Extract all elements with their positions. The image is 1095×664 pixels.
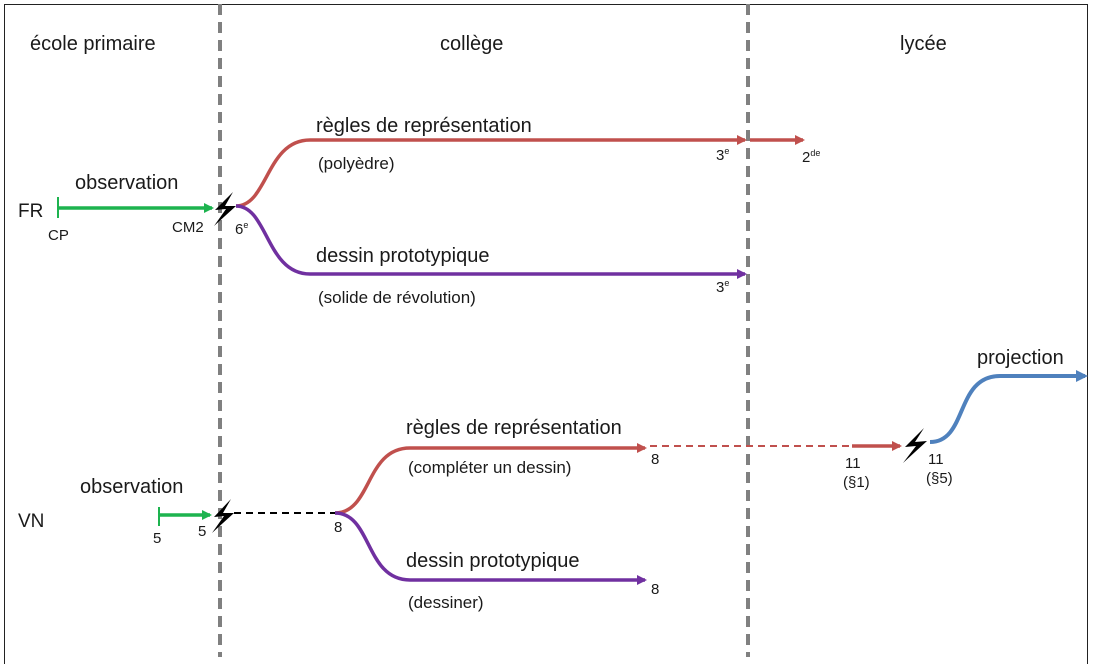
row-fr-label: FR bbox=[18, 201, 44, 222]
vn-start-label: 5 bbox=[153, 530, 162, 547]
vn-transition-bolt bbox=[212, 499, 234, 533]
fr-third-b-label: 3e bbox=[716, 278, 730, 296]
fr-observation-label: observation bbox=[75, 172, 179, 194]
fr-rules-branch bbox=[235, 135, 747, 208]
vn-projection-label: projection bbox=[977, 347, 1064, 369]
fr-drawing-branch bbox=[235, 204, 747, 279]
vn-eleven-b-note: (§5) bbox=[926, 470, 953, 487]
stage-high-label: lycée bbox=[900, 33, 947, 55]
vn-branch-label: 8 bbox=[334, 519, 343, 536]
fr-second-label: 2de bbox=[802, 148, 821, 166]
vn-drawing-label: dessin prototypique bbox=[406, 550, 580, 572]
vn-projection-bolt bbox=[903, 428, 927, 463]
fr-rules-label: règles de représentation bbox=[316, 115, 532, 137]
vn-observation-label: observation bbox=[80, 476, 184, 498]
vn-end-label: 5 bbox=[198, 523, 207, 540]
vn-rules-note: (compléter un dessin) bbox=[408, 458, 572, 477]
fr-cm2-label: CM2 bbox=[172, 219, 204, 236]
fr-drawing-label: dessin prototypique bbox=[316, 245, 490, 267]
fr-drawing-note: (solide de révolution) bbox=[318, 288, 476, 307]
stage-middle-label: collège bbox=[440, 33, 504, 55]
vn-eleven-a-label: 11 bbox=[845, 455, 861, 472]
fr-sixth-label: 6e bbox=[235, 220, 249, 238]
row-vn-label: VN bbox=[18, 511, 45, 532]
fr-cp-label: CP bbox=[48, 227, 69, 244]
fr-transition-bolt bbox=[214, 192, 236, 226]
vn-rules-end-label: 8 bbox=[651, 451, 660, 468]
stage-primary-label: école primaire bbox=[30, 33, 156, 55]
diagram-frame bbox=[4, 4, 1088, 664]
vn-drawing-note: (dessiner) bbox=[408, 593, 484, 612]
vn-rules-label: règles de représentation bbox=[406, 417, 622, 439]
fr-third-a-label: 3e bbox=[716, 146, 730, 164]
vn-eleven-b-label: 11 bbox=[928, 451, 944, 468]
fr-rules-note: (polyèdre) bbox=[318, 154, 395, 173]
vn-rules-branch bbox=[334, 443, 647, 515]
vn-eleven-a-note: (§1) bbox=[843, 474, 870, 491]
vn-drawing-branch bbox=[334, 511, 647, 585]
vn-drawing-end-label: 8 bbox=[651, 581, 660, 598]
vn-projection-arrow bbox=[929, 370, 1088, 444]
